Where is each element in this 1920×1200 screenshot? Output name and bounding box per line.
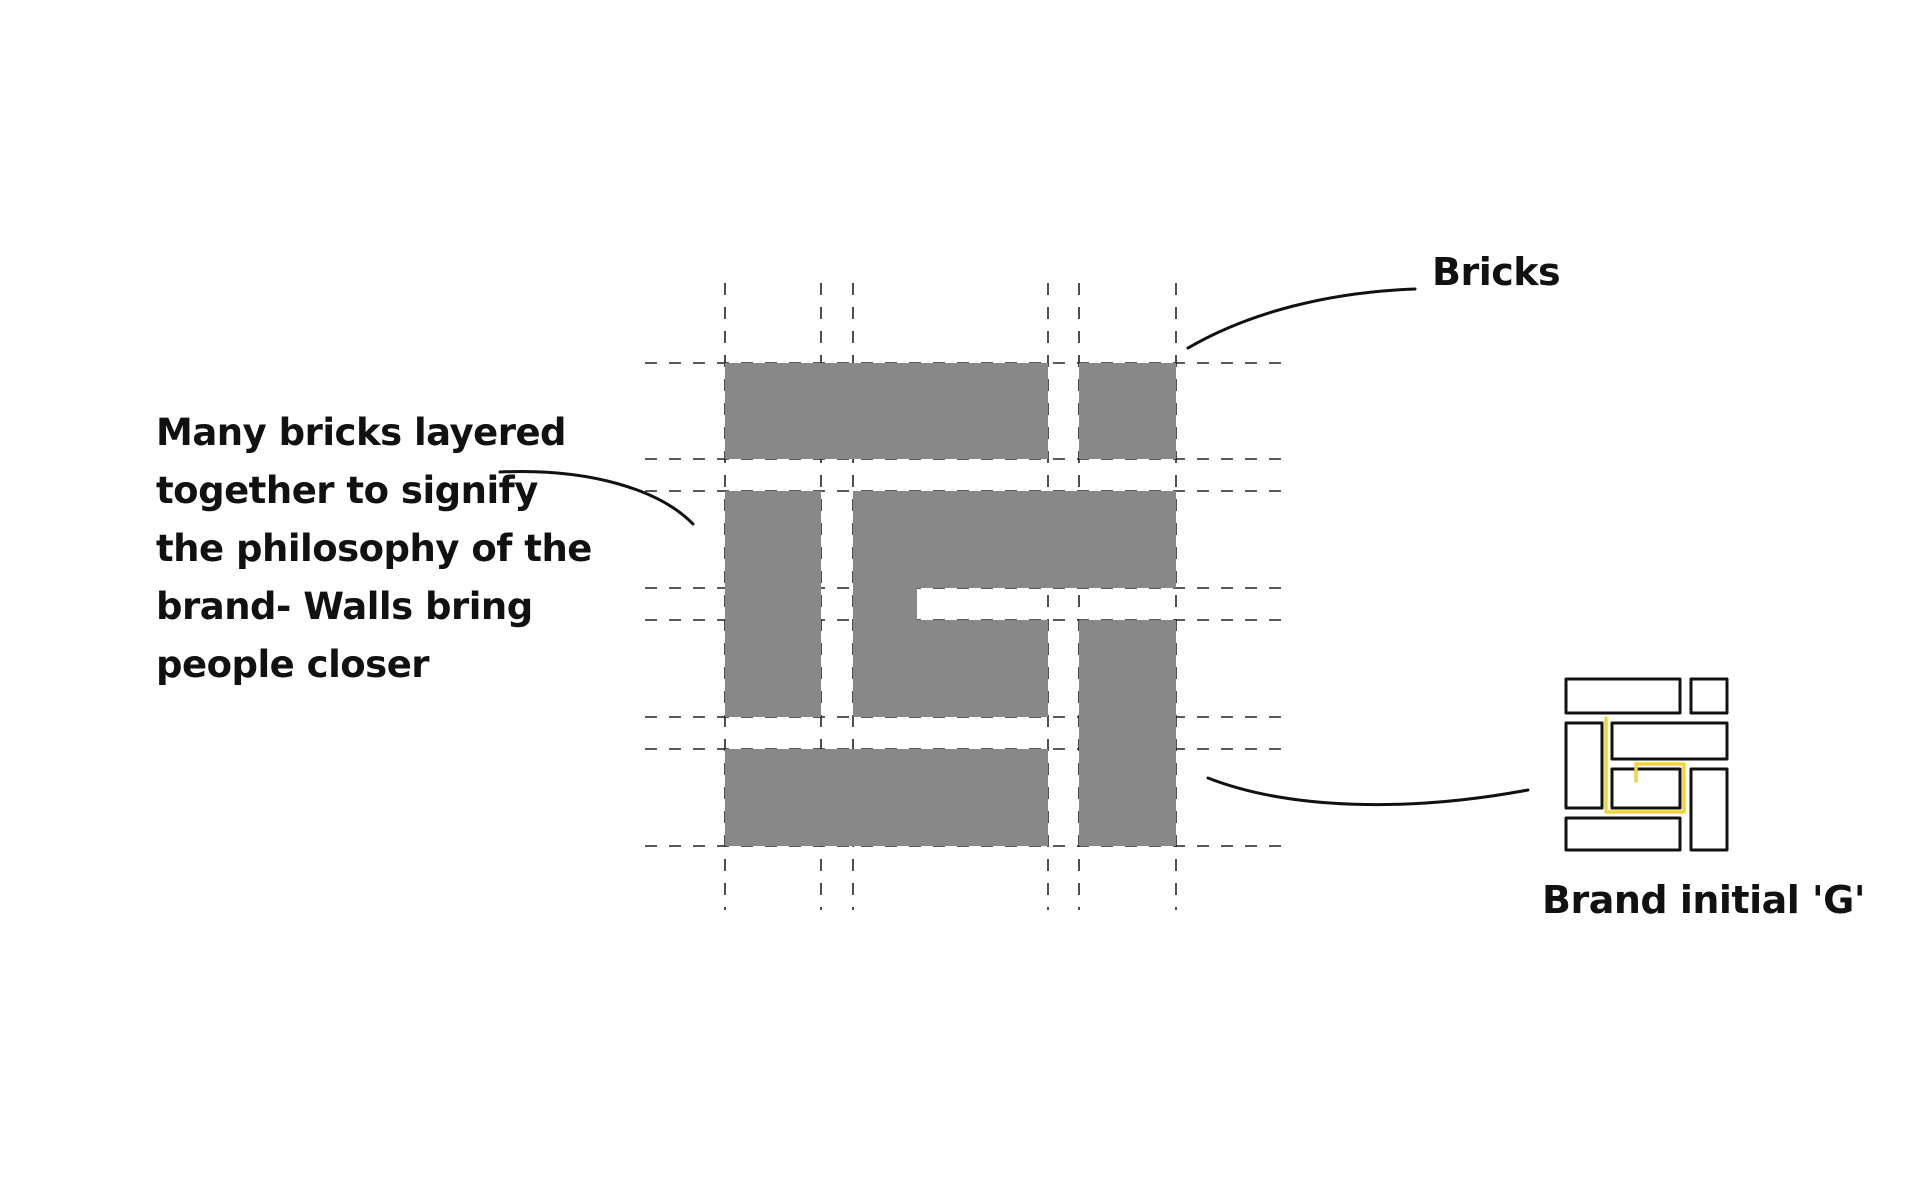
description-label: Many bricks layered together to signify … <box>156 404 592 694</box>
g-highlight-path <box>1604 716 1686 814</box>
description-line-2: together to signify <box>156 469 538 512</box>
small-brick-top-long <box>1564 677 1682 715</box>
brick-g-stem <box>853 588 917 620</box>
description-line-5: people closer <box>156 643 430 686</box>
small-brick-bottom-long <box>1564 816 1682 852</box>
brick-right-tall <box>1079 620 1176 846</box>
small-brick-top-short <box>1689 677 1729 715</box>
small-brick-right-tall <box>1689 767 1729 852</box>
bricks-label: Bricks <box>1432 250 1561 294</box>
brick-top-long <box>725 363 1048 459</box>
small-brick-g-bar <box>1610 721 1729 761</box>
description-line-4: brand- Walls bring <box>156 585 533 628</box>
brick-g-bar <box>853 491 1176 588</box>
brand-initial-g-icon <box>1564 677 1729 852</box>
description-line-3: the philosophy of the <box>156 527 592 570</box>
brand-initial-label: Brand initial 'G' <box>1542 878 1865 922</box>
brick-bottom-long <box>725 749 1048 846</box>
brick-left-tall <box>725 491 821 717</box>
small-brick-g-inner <box>1610 767 1682 810</box>
brick-top-short <box>1079 363 1176 459</box>
small-brick-left-tall <box>1564 721 1604 810</box>
brick-g-inner <box>853 620 1048 717</box>
brick-wall-g-icon <box>725 363 1176 846</box>
description-line-1: Many bricks layered <box>156 411 567 454</box>
callout-line-bricks <box>1186 287 1417 350</box>
callout-line-brand <box>1206 776 1530 807</box>
callout-lines <box>498 287 1530 807</box>
callout-line-description <box>498 470 695 526</box>
